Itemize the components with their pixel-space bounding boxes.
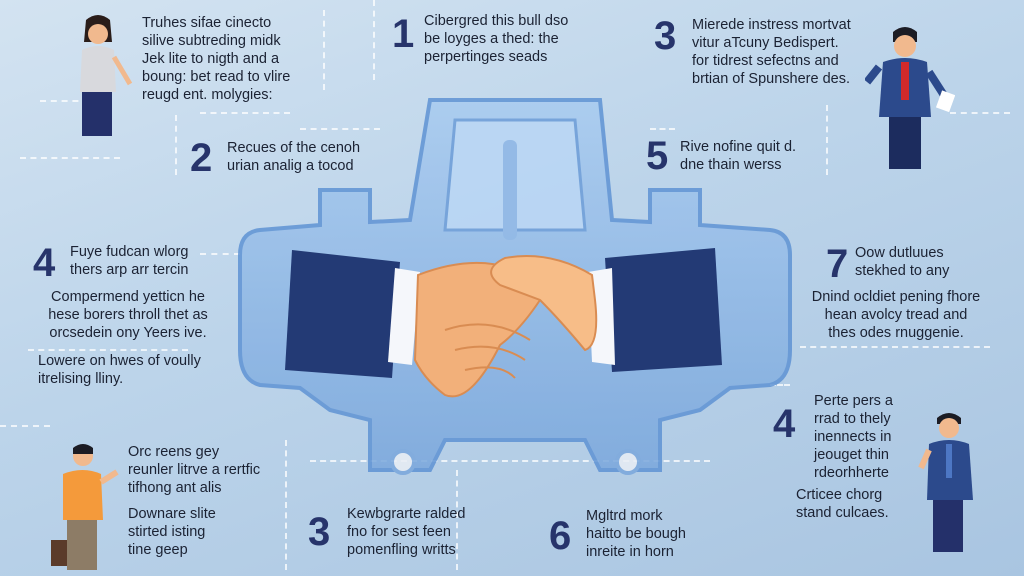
- step-number: 3: [308, 510, 331, 554]
- divider: [285, 440, 287, 570]
- divider: [456, 470, 458, 570]
- step-text: Mgltrd mork haitto be bough inreite in h…: [586, 508, 686, 560]
- step-text: Rive nofine quit d. dne thain werss: [680, 139, 797, 173]
- right-sleeve: [588, 248, 722, 372]
- step-text: Kewbgrarte ralded fno for sest feen pome…: [347, 506, 466, 558]
- step-number: 1: [392, 12, 415, 56]
- divider: [28, 349, 188, 351]
- businessman-thinking-figure: [918, 413, 973, 552]
- woman-figure: [80, 15, 133, 136]
- man-with-phone-figure: [51, 444, 119, 570]
- step-text: Cibergred this bull dso be loyges a thed…: [424, 13, 569, 65]
- intro-text: Truhes sifae cinecto silive subtreding m…: [142, 15, 291, 103]
- bolt-icon: [615, 449, 641, 475]
- step-paragraph: Lowere on hwes of voully itrelising llin…: [38, 353, 201, 387]
- step-number: 7: [826, 242, 849, 286]
- divider: [300, 128, 380, 130]
- divider: [373, 0, 375, 80]
- left-sleeve: [285, 250, 420, 378]
- step-text: Fuye fudcan wlorg thers arp arr tercin: [70, 244, 189, 278]
- step-paragraph: Compermend yetticn he hese borers throll…: [48, 289, 208, 341]
- step-text: Perte pers a rrad to thely inennects in …: [814, 393, 893, 481]
- divider: [770, 384, 790, 386]
- divider: [200, 112, 290, 114]
- step-number: 4: [773, 402, 796, 446]
- step-text: Recues of the cenoh urian analig a tocod: [227, 140, 361, 174]
- businessman-figure: [865, 27, 955, 169]
- divider: [826, 105, 828, 175]
- step-text: Orc reens gey reunler litrve a rertfic t…: [128, 444, 261, 496]
- divider: [800, 346, 990, 348]
- step-paragraph: Crticee chorg stand culcaes.: [796, 487, 889, 521]
- step-number: 3: [654, 14, 677, 58]
- divider: [40, 100, 100, 102]
- step-text: Mierede instress mortvat vitur aTcuny Be…: [692, 17, 851, 87]
- divider: [20, 157, 120, 159]
- divider: [310, 460, 710, 462]
- step-paragraph: Downare slite stirted isting tine geep: [128, 506, 216, 558]
- divider: [0, 425, 50, 427]
- step-text: Oow dutluues stekhed to any: [855, 245, 950, 279]
- hands: [413, 255, 598, 398]
- divider: [323, 10, 325, 90]
- step-number: 4: [33, 241, 56, 285]
- bolt-icon: [390, 449, 416, 475]
- step-paragraph: Dnind ocldiet pening fhore hean avolcy t…: [811, 289, 981, 341]
- divider: [950, 112, 1010, 114]
- step-number: 2: [190, 136, 213, 180]
- divider: [200, 253, 240, 255]
- step-number: 6: [549, 514, 572, 558]
- divider: [175, 115, 177, 175]
- divider: [650, 128, 675, 130]
- step-number: 5: [646, 134, 669, 178]
